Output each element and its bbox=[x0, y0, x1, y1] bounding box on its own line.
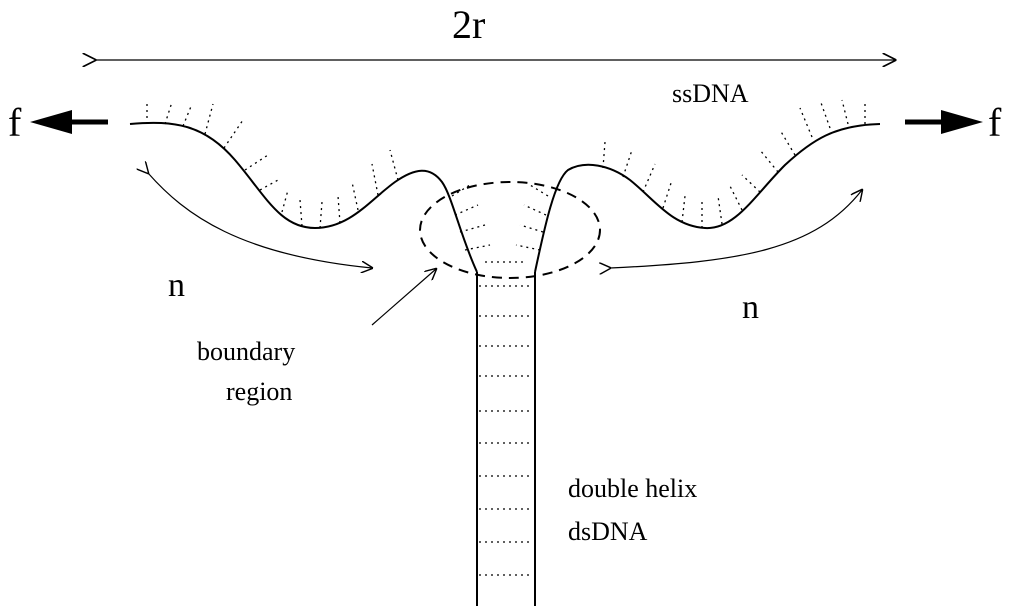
right-force-arrow bbox=[905, 110, 983, 134]
boundary-pointer-arrow bbox=[371, 269, 436, 326]
right-strand-base-marks bbox=[602, 99, 866, 228]
dsdna-base-pairs bbox=[479, 285, 533, 576]
boundary-label-line1: boundary bbox=[197, 337, 295, 366]
fork-base-marks bbox=[451, 184, 549, 263]
width-label: 2r bbox=[452, 2, 485, 47]
boundary-region-ellipse bbox=[419, 181, 601, 279]
left-force-arrow bbox=[30, 110, 108, 134]
force-right-label: f bbox=[988, 100, 1002, 145]
right-n-arrow bbox=[610, 190, 862, 268]
n-left-label: n bbox=[168, 267, 185, 304]
left-single-strand bbox=[129, 121, 478, 273]
right-single-strand bbox=[534, 123, 881, 273]
helix-label-line2: dsDNA bbox=[568, 517, 648, 546]
left-n-arrow bbox=[148, 173, 372, 268]
n-right-label: n bbox=[742, 289, 759, 326]
force-left-label: f bbox=[8, 100, 22, 145]
left-strand-base-marks bbox=[146, 100, 399, 229]
ssdna-label: ssDNA bbox=[672, 79, 749, 108]
boundary-label-line2: region bbox=[226, 377, 292, 406]
helix-label-line1: double helix bbox=[568, 474, 697, 503]
